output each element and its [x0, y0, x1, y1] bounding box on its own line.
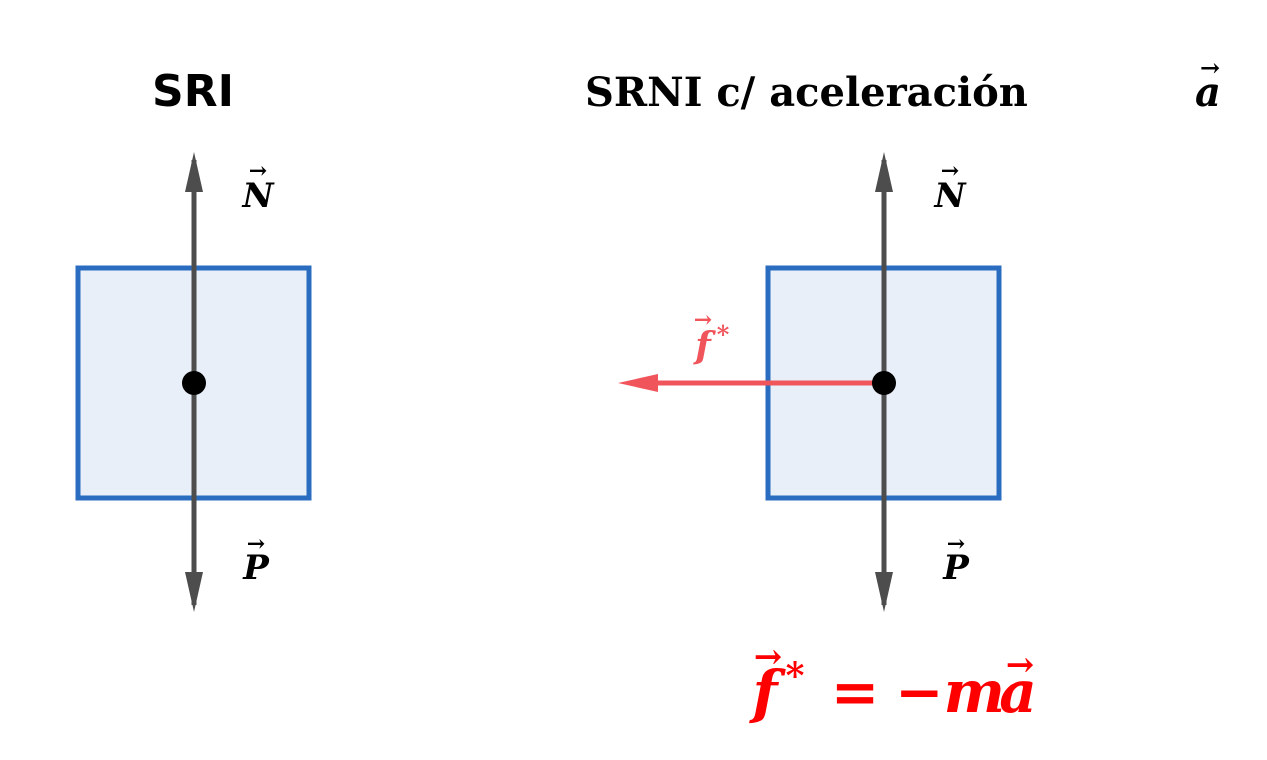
title-acceleration-symbol: a [1195, 69, 1221, 116]
weight-force-label: P → [242, 531, 270, 588]
fictitious-arrowhead [618, 374, 658, 392]
panel-title-inertial: SRI [152, 66, 234, 117]
svg-text:N: N [933, 176, 967, 216]
center-of-mass-dot [182, 371, 206, 395]
vector-arrow-glyph: → [247, 531, 265, 557]
normal-arrowhead [185, 152, 203, 192]
vector-arrow-glyph: → [1200, 53, 1220, 82]
svg-text:SRNI c/ aceleración: SRNI c/ aceleración [585, 69, 1028, 116]
vector-arrow-glyph: → [947, 531, 965, 557]
weight-arrowhead [875, 572, 893, 612]
vector-arrow-glyph: → [754, 637, 783, 677]
equation-lhs-superscript: * [786, 655, 805, 697]
vector-arrow-glyph: → [694, 307, 712, 333]
equation-rhs-prefix: −m [895, 658, 1005, 726]
equation-operator: = [831, 658, 880, 726]
vector-arrow-glyph: → [941, 158, 959, 184]
vector-arrow-glyph: → [249, 158, 267, 184]
center-of-mass-dot [872, 371, 896, 395]
svg-text:N: N [241, 176, 275, 216]
vector-arrow-glyph: → [1006, 645, 1035, 685]
panel-inertial: SRI N → P → [75, 66, 312, 612]
normal-force-label: N → [241, 158, 275, 216]
svg-text:P: P [942, 548, 970, 588]
weight-force-label: P → [942, 531, 970, 588]
panel-non-inertial: SRNI c/ aceleración a → N → P → f * → [585, 53, 1221, 612]
fictitious-force-label: f * → [692, 307, 729, 367]
equation-rhs-symbol: a [999, 658, 1037, 726]
weight-arrowhead [185, 572, 203, 612]
fictitious-force-equation: f * → = −m a → [749, 637, 1037, 726]
fictitious-superscript: * [717, 320, 730, 349]
panel-title-non-inertial: SRNI c/ aceleración a → [585, 53, 1221, 116]
svg-text:P: P [242, 548, 270, 588]
normal-force-label: N → [933, 158, 967, 216]
normal-arrowhead [875, 152, 893, 192]
